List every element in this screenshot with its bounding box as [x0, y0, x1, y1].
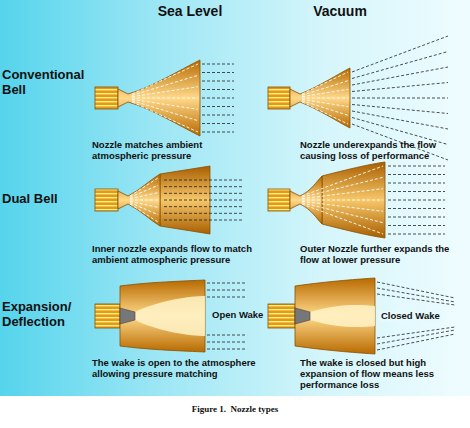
flow-line — [132, 99, 198, 109]
flow-line — [207, 349, 245, 350]
description-text: The wake is open to the atmosphere allow… — [92, 358, 262, 380]
flow-line — [302, 189, 383, 199]
description-text: The wake is closed but high expansion of… — [300, 358, 466, 391]
flow-line — [302, 203, 383, 223]
flow-line — [302, 102, 348, 124]
column-heading: Vacuum — [285, 3, 395, 19]
flow-line — [132, 64, 198, 94]
flow-line — [302, 204, 383, 234]
flow-line — [132, 102, 198, 132]
flow-line — [207, 342, 245, 343]
flow-line — [202, 115, 234, 116]
flow-line — [302, 89, 348, 96]
flow-line — [202, 81, 234, 82]
background-panel — [0, 0, 470, 396]
flow-line — [164, 193, 242, 194]
flow-line — [302, 177, 383, 197]
flow-line — [302, 200, 383, 201]
flow-line — [388, 174, 445, 175]
flow-line — [132, 75, 198, 95]
flow-line — [377, 294, 455, 305]
flow-line — [164, 200, 242, 201]
row-heading: Conventional Bell — [2, 68, 92, 98]
flow-line — [202, 98, 234, 99]
flow-line — [207, 297, 245, 298]
flow-line — [302, 98, 348, 99]
flow-line — [302, 166, 383, 196]
flow-line — [377, 288, 455, 302]
wake-label: Closed Wake — [379, 311, 442, 322]
description-text: Nozzle matches ambient atmospheric press… — [92, 140, 257, 162]
flow-line — [352, 83, 448, 92]
flow-line — [130, 200, 158, 201]
flow-line — [352, 98, 448, 99]
flow-line — [207, 335, 245, 336]
flow-line — [164, 220, 242, 221]
flow-line — [130, 185, 158, 197]
flow-line — [164, 213, 242, 214]
flow-line — [130, 193, 158, 199]
flow-line — [130, 204, 158, 222]
flow-line — [132, 87, 198, 97]
flow-line — [388, 166, 445, 167]
flow-line — [132, 101, 198, 121]
flow-line — [164, 206, 242, 207]
flow-line — [132, 98, 198, 99]
flow-line — [352, 36, 448, 72]
flow-line — [202, 132, 234, 133]
nozzle-illustration — [0, 0, 470, 396]
row-heading: Expansion/ Deflection — [2, 300, 92, 330]
flow-line — [302, 201, 383, 211]
flow-line — [202, 64, 234, 65]
description-text: Outer Nozzle further expands the flow at… — [300, 244, 464, 266]
flow-line — [202, 123, 234, 124]
figure-caption: Figure 1. Nozzle types — [0, 404, 470, 414]
flow-line — [388, 217, 445, 218]
flow-line — [352, 105, 448, 114]
flow-line — [202, 106, 234, 107]
row-heading: Dual Bell — [2, 192, 92, 207]
flow-line — [207, 283, 245, 284]
flow-line — [388, 183, 445, 184]
flow-line — [388, 225, 445, 226]
wake-label: Open Wake — [212, 310, 282, 321]
flow-line — [164, 180, 242, 181]
flow-line — [377, 327, 455, 338]
flow-line — [388, 208, 445, 209]
flow-line — [352, 52, 448, 79]
flow-line — [388, 191, 445, 192]
description-text: Nozzle underexpands the flow causing los… — [300, 140, 466, 162]
flow-line — [207, 290, 245, 291]
flow-line — [302, 81, 348, 96]
flow-line — [388, 234, 445, 235]
description-text: Inner nozzle expands flow to match ambie… — [92, 244, 262, 266]
flow-line — [164, 186, 242, 187]
flow-line — [352, 67, 448, 85]
flow-line — [352, 111, 448, 129]
column-heading: Sea Level — [130, 3, 250, 19]
flow-line — [202, 72, 234, 73]
flow-line — [388, 200, 445, 201]
flow-line — [130, 201, 158, 207]
flow-line — [202, 89, 234, 90]
flow-line — [377, 330, 455, 344]
